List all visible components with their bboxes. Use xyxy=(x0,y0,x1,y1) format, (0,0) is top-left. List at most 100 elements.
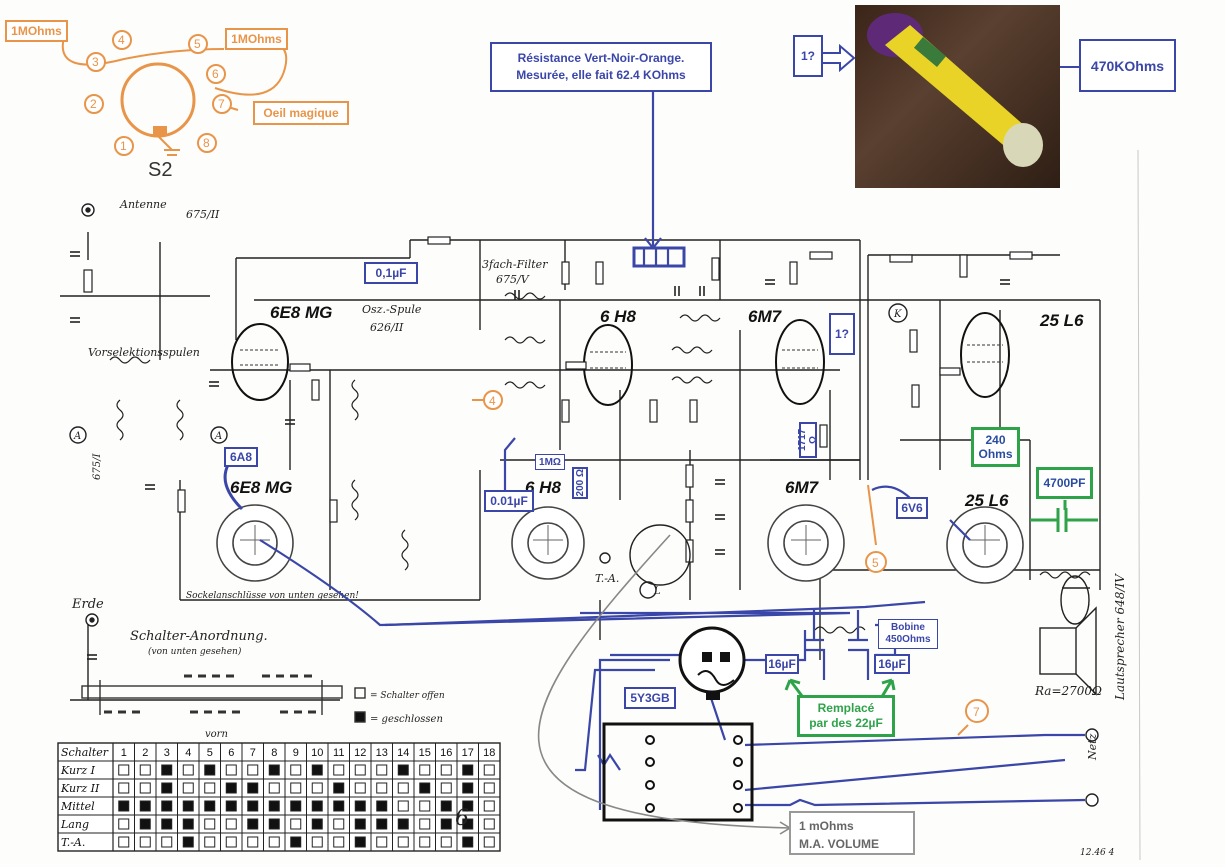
footer-label: 12.46 4 xyxy=(1080,848,1115,858)
switch-cell-open xyxy=(204,782,216,794)
switch-col-label: 7 xyxy=(250,747,256,759)
switch-cell-closed xyxy=(182,818,194,830)
switch-cell-open xyxy=(483,800,495,812)
switch-cell-closed xyxy=(311,764,323,776)
switch-cell-closed xyxy=(462,836,474,848)
switch-cell-open xyxy=(376,782,388,794)
switch-cell-closed xyxy=(462,818,474,830)
switch-cell-open xyxy=(268,782,280,794)
switch-cell-closed xyxy=(397,764,409,776)
switch-cell-open xyxy=(225,818,237,830)
switch-col-label: 1 xyxy=(121,747,127,759)
switch-col-label: 3 xyxy=(164,747,170,759)
marker-7: 7 xyxy=(965,699,989,723)
switch-cell-open xyxy=(397,836,409,848)
switch-cell-closed xyxy=(139,800,151,812)
switch-col-label: 11 xyxy=(333,747,344,759)
tube-6a8-text: 6A8 xyxy=(229,450,252,464)
switch-row-label: Kurz I xyxy=(60,764,96,777)
switch-cell-closed xyxy=(333,782,345,794)
eye-pin-1: 1 xyxy=(114,136,134,156)
switch-cell-open xyxy=(139,782,151,794)
switch-cell-open xyxy=(268,836,280,848)
svg-text:7: 7 xyxy=(973,705,980,719)
tube-6h8-top: 6 H8 xyxy=(600,307,636,326)
marker-5: 5 xyxy=(865,551,887,573)
switch-cell-open xyxy=(118,818,130,830)
res-240-box: 240 Ohms xyxy=(971,427,1020,467)
eye-pin-label: 7 xyxy=(218,97,225,111)
res-1717-text: 1717 Ω xyxy=(797,428,819,452)
switch-cell-open xyxy=(118,782,130,794)
tube-6h8-bottom: 6 H8 xyxy=(525,478,561,497)
res-200-box: 200 Ω xyxy=(572,467,588,499)
switch-cell-closed xyxy=(161,818,173,830)
switch-cell-open xyxy=(139,836,151,848)
res-200-text: 200 Ω xyxy=(574,469,586,497)
question-mid-box: 1? xyxy=(829,313,855,355)
volume-wire xyxy=(537,534,791,829)
resistor-photo xyxy=(855,5,1060,188)
rectifier-socket-pins xyxy=(645,735,743,813)
switch-cell-open xyxy=(204,818,216,830)
coil-line1: Bobine xyxy=(891,622,925,633)
eye-right-res-box: 1MOhms xyxy=(225,28,288,50)
osz-spule-label: Osz.-Spule xyxy=(362,303,422,316)
switch-cell-open xyxy=(354,764,366,776)
switch-col-label: 2 xyxy=(142,747,148,759)
switch-cell-open xyxy=(419,800,431,812)
photo-value-box: 470KOhms xyxy=(1079,39,1176,92)
eye-pin-label: 1 xyxy=(120,139,127,153)
volume-line1: 1 mOhms xyxy=(799,819,854,833)
cap-16b-box: 16µF xyxy=(874,654,910,674)
res-1m-text: 1MΩ xyxy=(539,456,561,468)
switch-cell-closed xyxy=(161,764,173,776)
schalter-anordnung-label: Schalter-Anordnung. xyxy=(130,629,268,644)
switch-cell-closed xyxy=(290,836,302,848)
switch-cell-open xyxy=(440,836,452,848)
switch-cell-open xyxy=(225,764,237,776)
switch-cell-open xyxy=(118,836,130,848)
switch-row-label: T.-A. xyxy=(61,836,85,849)
switch-cell-closed xyxy=(462,782,474,794)
switch-col-label: 13 xyxy=(376,747,388,759)
resistor-note-box: Résistance Vert-Noir-Orange. Mesurée, el… xyxy=(490,42,712,92)
tube-25l6-top: 25 L6 xyxy=(1039,311,1084,330)
switch-cell-open xyxy=(483,836,495,848)
switch-cell-open xyxy=(290,764,302,776)
switch-col-label: 9 xyxy=(293,747,299,759)
switch-cell-open xyxy=(333,764,345,776)
switch-col-label: 10 xyxy=(311,747,323,759)
res-240-line1: 240 xyxy=(985,433,1006,447)
switch-cell-open xyxy=(118,764,130,776)
switch-cell-open xyxy=(290,818,302,830)
switch-cell-closed xyxy=(354,818,366,830)
switch-cell-open xyxy=(354,782,366,794)
switch-cell-closed xyxy=(419,782,431,794)
switch-cell-closed xyxy=(376,800,388,812)
switch-cell-closed xyxy=(268,764,280,776)
switch-cell-open xyxy=(483,818,495,830)
switch-cell-closed xyxy=(204,800,216,812)
switch-cell-open xyxy=(376,764,388,776)
erde-label: Erde xyxy=(71,597,104,612)
res-1m-box: 1MΩ xyxy=(535,454,565,470)
eye-pin-8: 8 xyxy=(197,133,217,153)
tube-6e8-bottom: 6E8 MG xyxy=(230,478,292,497)
von-unten-label: (von unten gesehen) xyxy=(148,646,242,657)
replaced-line2: par des 22µF xyxy=(809,716,883,730)
switch-cell-open xyxy=(483,764,495,776)
switch-cell-closed xyxy=(247,818,259,830)
lautsprecher-label: Lautsprecher 648/IV xyxy=(1113,573,1127,701)
marker-4: 4 xyxy=(483,390,503,410)
switch-row-label: Kurz II xyxy=(60,782,100,795)
replaced-box: Remplacé par des 22µF xyxy=(797,695,895,737)
switch-cell-open xyxy=(182,782,194,794)
tube-6e8-top: 6E8 MG xyxy=(270,303,332,322)
switch-cell-open xyxy=(440,782,452,794)
eye-pin-label: 8 xyxy=(203,136,210,150)
switch-col-label: 16 xyxy=(440,747,452,759)
volume-line2: M.A. VOLUME xyxy=(799,837,879,851)
